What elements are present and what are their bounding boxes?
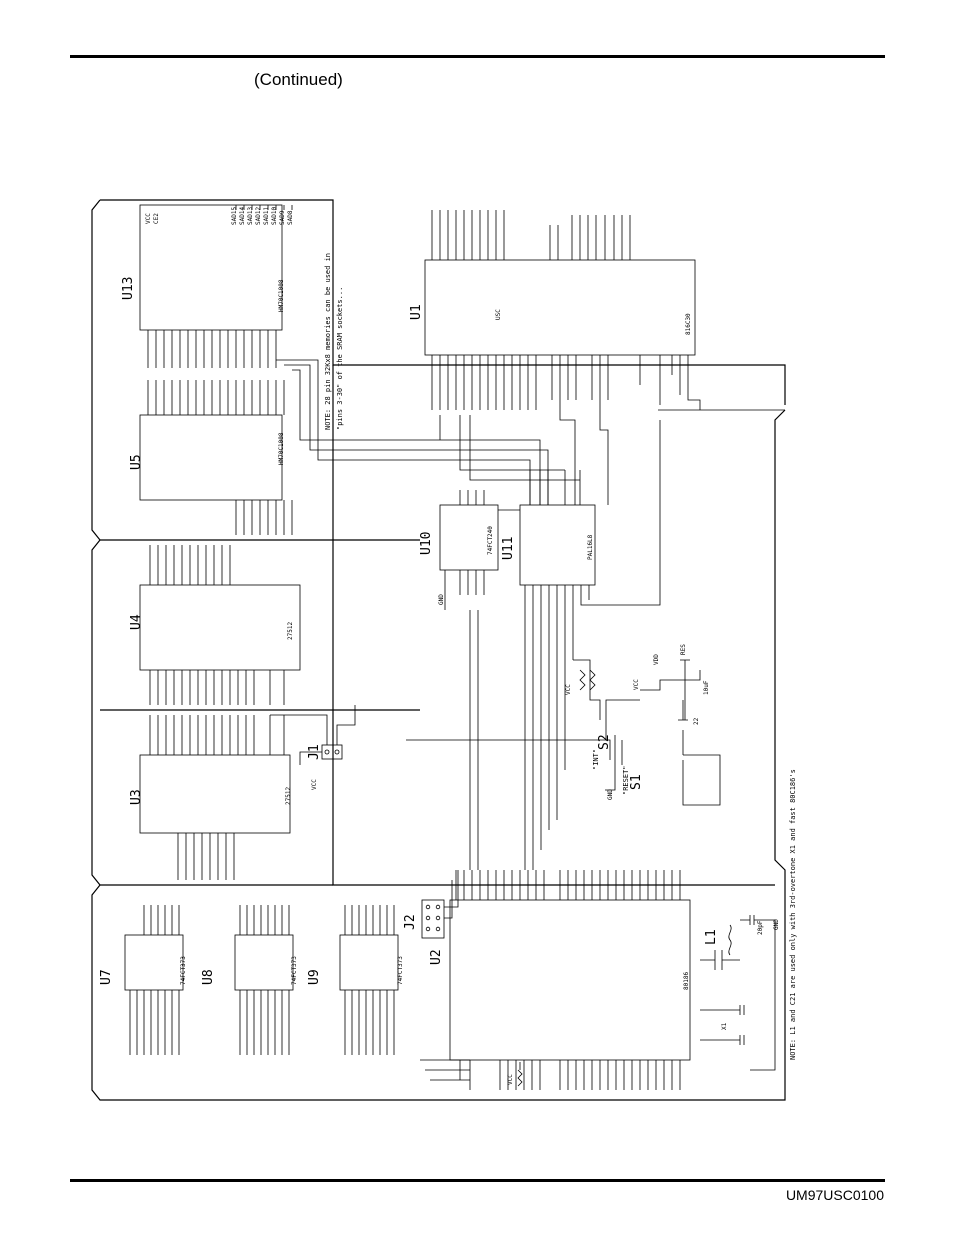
interconnect-nets [276, 359, 785, 870]
s2-int-switch: "INT" S2 GND VCC [565, 659, 623, 800]
svg-text:"RESET": "RESET" [622, 765, 630, 795]
svg-text:VCC: VCC [633, 679, 640, 690]
sram-note: NOTE: 28 pin 32Kx8 memories can be used … [324, 253, 344, 430]
svg-text:VCC: VCC [145, 213, 152, 224]
svg-text:USC: USC [495, 309, 502, 320]
svg-text:80186: 80186 [683, 972, 690, 990]
svg-text:SAD8: SAD8 [287, 210, 294, 225]
u9-latch: U9 74FCT373 [307, 905, 404, 1055]
svg-text:CE2: CE2 [153, 213, 160, 224]
vcc-pullup: VCC [420, 1059, 523, 1087]
svg-text:22: 22 [693, 717, 700, 725]
u5-chip: U5 HM70C1008 [129, 380, 293, 535]
svg-text:U13: U13 [121, 277, 136, 300]
svg-text:SAD10: SAD10 [271, 207, 278, 225]
svg-text:NOTE: 28 pin 32Kx8 memories ca: NOTE: 28 pin 32Kx8 memories can be used … [324, 253, 332, 430]
svg-text:VDD: VDD [653, 654, 660, 665]
svg-text:SAD14: SAD14 [239, 207, 246, 225]
svg-text:10uF: 10uF [703, 680, 710, 695]
u4-chip: U4 27512 [129, 545, 301, 705]
svg-text:HM70C1008: HM70C1008 [278, 279, 285, 312]
sheet-outline [91, 199, 786, 1101]
svg-text:74FCT373: 74FCT373 [397, 956, 404, 985]
svg-text:L1: L1 [704, 929, 719, 945]
svg-text:S1: S1 [629, 774, 644, 790]
u7-latch: U7 74FCT373 [99, 905, 187, 1055]
svg-text:X1: X1 [721, 1022, 728, 1030]
u13-chip: U13 VCC CE2 HM70C1008 SAD15 SAD14 SAD13 … [121, 204, 294, 368]
svg-text:816C30: 816C30 [685, 313, 692, 335]
svg-text:27512: 27512 [285, 787, 292, 805]
continued-label: (Continued) [254, 70, 343, 89]
u8-latch: U8 74FCT373 [201, 905, 298, 1055]
u10-buffer: U10 74FCT240 GND [419, 490, 499, 610]
svg-text:SAD12: SAD12 [255, 207, 262, 225]
svg-text:HM70C1008: HM70C1008 [278, 432, 285, 465]
svg-text:"INT": "INT" [592, 749, 600, 770]
s1-reset-switch: "RESET" S1 VCC VDD RES 10uF 22 [622, 644, 721, 806]
svg-text:U1: U1 [409, 304, 424, 320]
svg-text:RES: RES [680, 644, 687, 655]
svg-text:"pins 3-30" of the SRAM socket: "pins 3-30" of the SRAM sockets... [336, 287, 344, 430]
u13-data-pins: SAD15 SAD14 SAD13 SAD12 SAD11 SAD10 SAD9… [231, 205, 294, 225]
svg-text:U9: U9 [307, 969, 322, 985]
svg-text:J2: J2 [403, 914, 418, 930]
svg-text:U4: U4 [129, 614, 144, 630]
svg-text:U10: U10 [419, 532, 434, 555]
svg-text:SAD11: SAD11 [263, 207, 270, 225]
svg-text:VCC: VCC [565, 684, 572, 695]
svg-text:20pF: 20pF [757, 920, 764, 935]
j1-jumper: J1 VCC [270, 705, 356, 790]
document-number: UM97USC0100 [785, 1187, 884, 1203]
bottom-rule [70, 1179, 885, 1182]
svg-text:NOTE: L1 and C21 are used only: NOTE: L1 and C21 are used only with 3rd-… [789, 769, 797, 1060]
svg-text:74FCT240: 74FCT240 [487, 526, 494, 555]
svg-text:SAD9: SAD9 [279, 210, 286, 225]
oscillator-circuit: L1 20pF X1 GND [700, 915, 780, 1071]
svg-text:S2: S2 [597, 734, 612, 750]
svg-text:U2: U2 [429, 949, 444, 965]
svg-text:74FCT373: 74FCT373 [180, 956, 187, 985]
svg-text:GND: GND [773, 919, 780, 930]
svg-text:U8: U8 [201, 969, 216, 985]
svg-text:U5: U5 [129, 454, 144, 470]
svg-text:74FCT373: 74FCT373 [291, 956, 298, 985]
crystal-note: NOTE: L1 and C21 are used only with 3rd-… [789, 769, 797, 1060]
u2-cpu: U2 80186 [429, 870, 691, 1090]
u3-chip: U3 27512 [129, 715, 292, 880]
u1-usc: U1 USC 816C30 [409, 210, 701, 410]
svg-text:VCC: VCC [311, 779, 318, 790]
svg-text:GND: GND [607, 789, 614, 800]
u13-address-pins [147, 330, 277, 368]
svg-text:VCC: VCC [507, 1074, 514, 1085]
svg-text:SAD13: SAD13 [247, 207, 254, 225]
svg-text:U7: U7 [99, 969, 114, 985]
svg-text:U3: U3 [129, 789, 144, 805]
j2-jumper: J2 [403, 870, 459, 939]
u11-pal: U11 PAL16L8 [501, 420, 661, 870]
svg-text:GND: GND [438, 594, 445, 605]
svg-text:U11: U11 [501, 537, 516, 560]
svg-text:PAL16L8: PAL16L8 [587, 534, 594, 560]
svg-text:27512: 27512 [287, 622, 294, 640]
svg-text:SAD15: SAD15 [231, 207, 238, 225]
top-rule [70, 55, 885, 58]
